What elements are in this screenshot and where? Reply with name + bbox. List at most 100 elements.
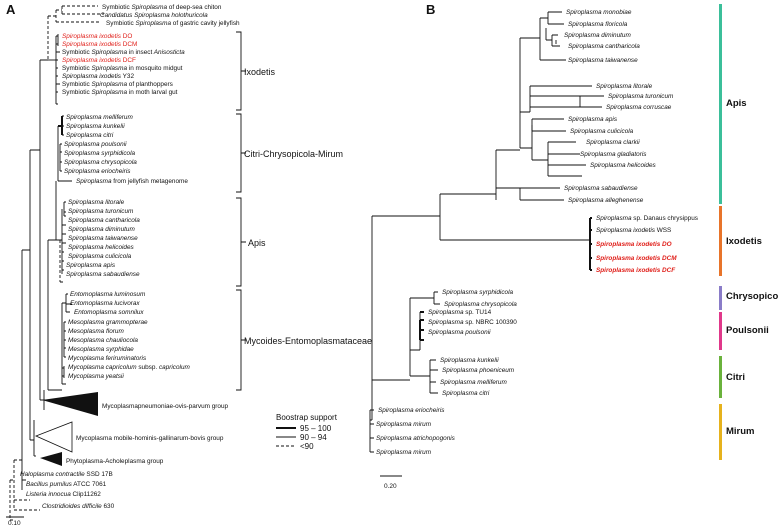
clade-label-b-citri: Citri — [726, 372, 745, 383]
clade-label-b-mirum: Mirum — [726, 426, 755, 437]
panel-b-tip-3: Spiroplasma cantharicola — [568, 43, 640, 50]
panel-a-tip-16: Spiroplasma chrysopicola — [64, 159, 137, 166]
panel-a-tip-8: Spiroplasma ixodetis Y32 — [62, 73, 134, 80]
panel-a-tip-30: Entomoplasma somnilux — [74, 309, 144, 316]
panel-b-tip-7: Spiroplasma corruscae — [606, 104, 672, 111]
panel-a-tip-17: Spiroplasma eriocheiris — [64, 168, 131, 175]
legend-item-3: <90 — [300, 442, 314, 451]
panel-a-tip-26: Spiroplasma apis — [66, 262, 116, 269]
panel-a-tip-33: Mesoplasma chauliocola — [68, 337, 138, 344]
panel-a-group-1: Mycoplasma mobile-hominis-gallinarum-bov… — [76, 435, 224, 442]
panel-a-tip-19: Spiroplasma litorale — [68, 199, 125, 206]
panel-a-tip-28: Entomoplasma luminosum — [70, 291, 146, 298]
panel-a-group-labels: Mycoplasmapneumoniae-ovis-parvum groupMy… — [66, 403, 229, 465]
panel-b-tip-9: Spiroplasma culicicola — [570, 128, 634, 135]
panel-b-tip-1: Spiroplasma floricola — [568, 21, 628, 28]
clade-label-ixodetis: Ixodetis — [244, 67, 276, 77]
panel-b-tip-29: Spiroplasma eriocheiris — [378, 407, 445, 414]
panel-a-tip-10: Symbiotic Spiroplasma in moth larval gut — [62, 89, 178, 96]
panel-b-tip-15: Spiroplasma sp. Danaus chrysippus — [596, 215, 698, 222]
clade-bar-ixodetis — [719, 206, 722, 276]
panel-b-tip-2: Spiroplasma diminutum — [564, 32, 631, 39]
panel-b-tip-8: Spiroplasma apis — [568, 116, 618, 123]
clade-bar-apis — [719, 4, 722, 204]
panel-a-outgroup-3: Clostridioides difficile 630 — [42, 503, 115, 510]
panel-b-tip-16: Spiroplasma ixodetis WSS — [596, 227, 671, 234]
panel-a-tip-12: Spiroplasma kunkelii — [66, 123, 125, 130]
panel-b-tip-21: Spiroplasma chrysopicola — [444, 301, 517, 308]
legend-item-2: 90 – 94 — [300, 433, 327, 442]
panel-a-tip-21: Spiroplasma cantharicola — [68, 217, 140, 224]
panel-b-tip-17: Spiroplasma ixodetis DO — [596, 241, 672, 248]
panel-a-tip-31: Mesoplasma grammopterae — [68, 319, 148, 326]
panel-a-label: A — [6, 2, 16, 17]
panel-a-tip-20: Spiroplasma turonicum — [68, 208, 134, 215]
panel-a-outgroup-2: Listeria innocua Clip11262 — [26, 491, 101, 498]
panel-b-clade-bars — [719, 4, 722, 460]
panel-b-tip-23: Spiroplasma sp. NBRC 100390 — [428, 319, 517, 326]
panel-a-tip-1: Candidatus Spiroplasma holothuricola — [100, 12, 208, 19]
panel-a-tip-32: Mesoplasma florum — [68, 328, 124, 335]
panel-b-tip-0: Spiroplasma monobiae — [566, 9, 632, 16]
panel-b-tip-4: Spiroplasma taiwanense — [568, 57, 638, 64]
panel-a-tip-18: Spiroplasma from jellyfish metagenome — [76, 178, 188, 185]
panel-a-tip-0: Symbiotic Spiroplasma of deep-sea chiton — [102, 4, 222, 11]
panel-a-tip-14: Spiroplasma poulsonii — [64, 141, 127, 148]
clade-bar-mirum — [719, 404, 722, 460]
panel-a-outgroup-0: Haloplasma contractile SSD 17B — [20, 471, 113, 478]
panel-a-tip-36: Mycoplasma capricolum subsp. capricolum — [68, 364, 191, 371]
panel-a-tip-15: Spiroplasma syrphidicola — [64, 150, 135, 157]
panel-b-tip-28: Spiroplasma citri — [442, 390, 490, 397]
panel-a-tip-34: Mesoplasma syrphidae — [68, 346, 134, 353]
collapsed-group-triangle-1 — [42, 392, 98, 416]
panel-a-tip-3: Spiroplasma ixodetis DO — [62, 33, 132, 40]
collapsed-group-triangle-3 — [40, 452, 62, 466]
panel-a-tree-branches — [9, 5, 104, 521]
panel-a-tip-13: Spiroplasma citri — [66, 132, 114, 139]
panel-b-tree-branches — [369, 11, 604, 453]
panel-b-tip-11: Spiroplasma gladiatoris — [580, 151, 647, 158]
panel-b-label: B — [426, 2, 435, 17]
panel-b-clade-labels: ApisIxodetisChrysopicolaPoulsoniiCitriMi… — [726, 98, 778, 437]
panel-b-tip-5: Spiroplasma litorale — [596, 83, 653, 90]
panel-a-outgroup-1: Bacillus pumilus ATCC 7061 — [26, 481, 107, 488]
panel-b-tip-30: Spiroplasma mirum — [376, 421, 432, 428]
panel-b-tip-26: Spiroplasma phoeniceum — [442, 367, 515, 374]
panel-b-tip-18: Spiroplasma ixodetis DCM — [596, 255, 677, 262]
clade-bar-poulsonii — [719, 312, 722, 350]
panel-a-tip-4: Spiroplasma ixodetis DCM — [62, 41, 137, 48]
panel-b-tip-24: Spiroplasma poulsonii — [428, 329, 491, 336]
panel-b-scale-label: 0.20 — [384, 483, 397, 490]
panel-b-tip-27: Spiroplasma melliferum — [440, 379, 507, 386]
panel-a-group-2: Phytoplasma-Acholeplasma group — [66, 458, 164, 465]
legend-item-1: 95 – 100 — [300, 424, 332, 433]
clade-label-b-ixodetis: Ixodetis — [726, 236, 762, 247]
collapsed-group-triangle-2 — [34, 421, 73, 453]
panel-a-tip-22: Spiroplasma diminutum — [68, 226, 135, 233]
panel-a-tip-24: Spiroplasma helicoides — [68, 244, 135, 251]
clade-label-b-chrysopicola: Chrysopicola — [726, 291, 778, 302]
panel-a-tip-25: Spiroplasma culicicola — [68, 253, 132, 260]
legend-title: Boostrap support — [276, 413, 338, 422]
panel-a-clade-brackets — [236, 31, 246, 391]
panel-a-scale-label: 0.10 — [8, 520, 21, 527]
panel-a-tip-29: Entomoplasma lucivorax — [70, 300, 140, 307]
panel-a-tip-7: Symbiotic Spiroplasma in mosquito midgut — [62, 65, 183, 72]
panel-b-tip-19: Spiroplasma ixodetis DCF — [596, 267, 676, 274]
clade-bar-citri — [719, 356, 722, 398]
panel-a-outgroup-labels: Haloplasma contractile SSD 17B Bacillus p… — [20, 471, 115, 510]
clade-label-b-poulsonii: Poulsonii — [726, 325, 769, 336]
panel-a-tip-37: Mycoplasma yeatsii — [68, 373, 124, 380]
panel-a-group-0: Mycoplasmapneumoniae-ovis-parvum group — [102, 403, 229, 410]
panel-b-tip-22: Spiroplasma sp. TU14 — [428, 309, 492, 316]
panel-b-tip-12: Spiroplasma helicoides — [590, 162, 657, 169]
panel-b-tip-13: Spiroplasma sabaudiense — [564, 185, 638, 192]
panel-a-tip-11: Spiroplasma melliferum — [66, 114, 133, 121]
panel-b-tip-31: Spiroplasma atrichopogonis — [376, 435, 456, 442]
panel-b-tip-6: Spiroplasma turonicum — [608, 93, 674, 100]
panel-b-tip-14: Spiroplasma alleghenense — [568, 197, 644, 204]
clade-bar-chrysopicola — [719, 286, 722, 310]
panel-a-tip-9: Symbiotic Spiroplasma of planthoppers — [62, 81, 173, 88]
panel-a-tip-27: Spiroplasma sabaudiense — [66, 271, 140, 278]
